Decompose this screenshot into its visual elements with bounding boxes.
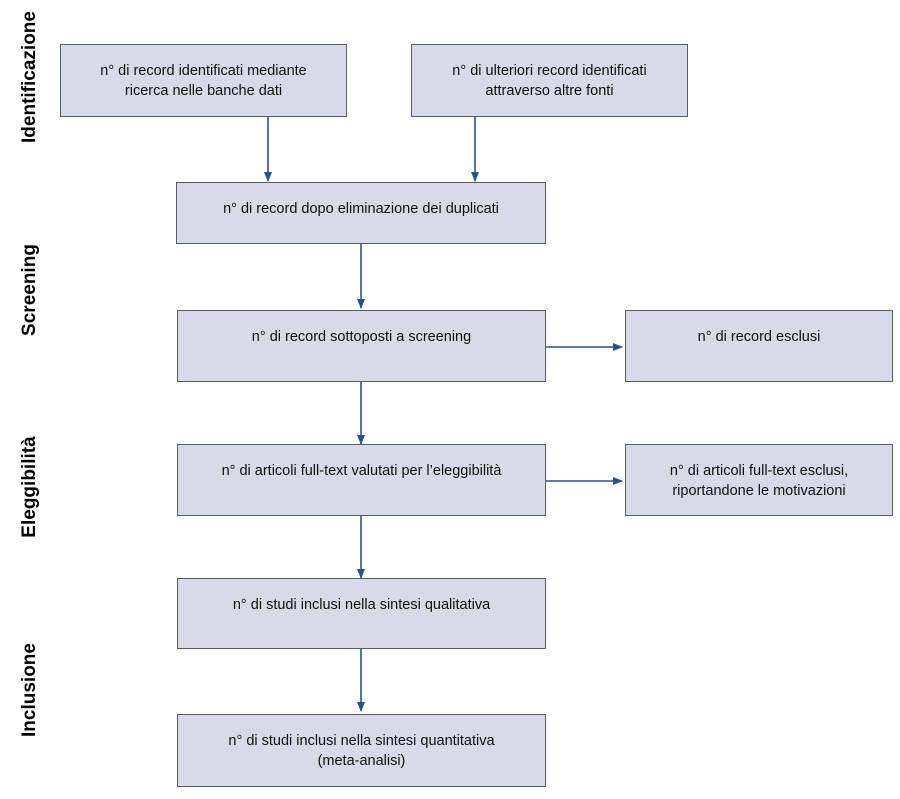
box-records-excluded: n° di record esclusi xyxy=(625,310,893,382)
box-records-screened: n° di record sottoposti a screening xyxy=(177,310,546,382)
box-fulltext-excluded: n° di articoli full-text esclusi, riport… xyxy=(625,444,893,516)
box-studies-qualitative: n° di studi inclusi nella sintesi qualit… xyxy=(177,578,546,649)
box-records-after-duplicates: n° di record dopo eliminazione dei dupli… xyxy=(176,182,546,244)
box-records-databases: n° di record identificati mediante ricer… xyxy=(60,44,347,117)
box-records-other-sources: n° di ulteriori record identificati attr… xyxy=(411,44,688,117)
box-fulltext-assessed: n° di articoli full-text valutati per l’… xyxy=(177,444,546,516)
box-studies-quantitative: n° di studi inclusi nella sintesi quanti… xyxy=(177,714,546,787)
